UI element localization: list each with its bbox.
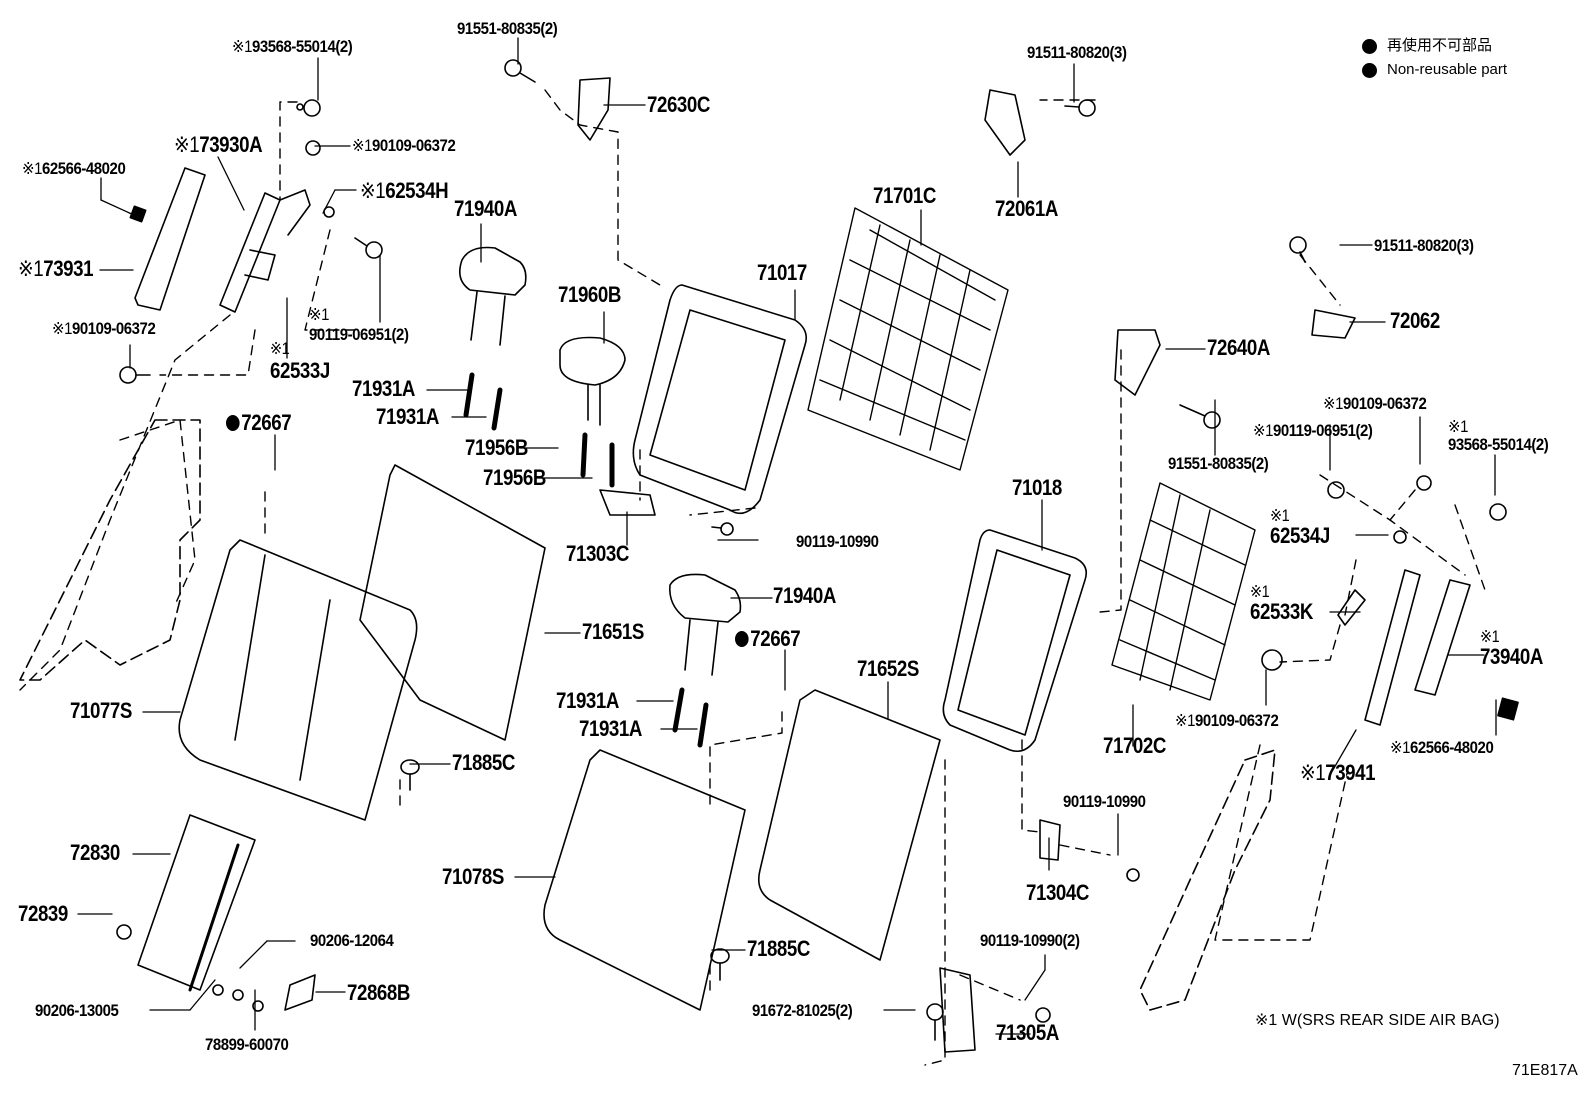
part-label[interactable]: 71304C (1026, 880, 1089, 905)
seat-frames (632, 284, 1088, 753)
part-label[interactable]: 91551-80835(2) (1168, 454, 1269, 473)
part-label[interactable]: 71018 (1012, 475, 1062, 500)
part-label[interactable]: ※190109-06372 (1175, 711, 1279, 730)
part-label[interactable]: 72667 (735, 628, 801, 650)
seat-back-boards (807, 207, 1256, 701)
part-label[interactable]: 71078S (442, 864, 504, 889)
part-label[interactable]: 71077S (70, 698, 132, 723)
airbag-note-marker: ※1 (232, 37, 252, 56)
part-label[interactable]: 72667 (226, 412, 292, 434)
part-label[interactable]: 71931A (579, 716, 642, 741)
part-label[interactable]: ※162534H (360, 178, 449, 203)
part-label[interactable]: 72630C (647, 92, 710, 117)
side-airbag-right (1364, 569, 1471, 726)
part-label[interactable]: 72839 (18, 901, 68, 926)
part-label[interactable]: 91551-80835(2) (457, 19, 558, 38)
part-label[interactable]: 90206-12064 (310, 931, 394, 950)
part-label[interactable]: 72640A (1207, 335, 1270, 360)
part-label[interactable]: ※173930A (174, 132, 263, 157)
studs (463, 372, 709, 748)
part-label[interactable]: 90119-10990(2) (980, 931, 1080, 950)
illustration-code: 71E817A (1512, 1062, 1578, 1079)
part-label[interactable]: 91672-81025(2) (752, 1001, 853, 1020)
part-label[interactable]: ※173931 (18, 256, 94, 281)
part-label[interactable]: 71651S (582, 619, 644, 644)
legend-item: 再使用不可部品 (1362, 34, 1507, 58)
part-label[interactable]: 71956B (483, 465, 546, 490)
part-label[interactable]: ※190109-06372 (1323, 394, 1427, 413)
part-label[interactable]: 72062 (1390, 308, 1440, 333)
non-reusable-dot-icon (226, 415, 240, 431)
part-label[interactable]: 71931A (376, 404, 439, 429)
legend: 再使用不可部品 Non-reusable part (1362, 34, 1507, 82)
part-label[interactable]: 71305A (996, 1020, 1059, 1045)
part-label[interactable]: 90119-10990 (796, 532, 879, 551)
legend-item: Non-reusable part (1362, 58, 1507, 82)
brackets (577, 77, 1366, 1053)
armrest (137, 814, 316, 1011)
part-label[interactable]: 71652S (857, 656, 919, 681)
part-label[interactable]: 72061A (995, 196, 1058, 221)
leader-lines (77, 37, 1497, 1035)
part-label[interactable]: ※162566-48020 (1390, 738, 1494, 757)
part-label[interactable]: 72830 (70, 840, 120, 865)
part-label[interactable]: 90206-13005 (35, 1001, 119, 1020)
part-label[interactable]: 71931A (556, 688, 619, 713)
right-side-trim (1139, 749, 1276, 1011)
filled-circle-icon (1362, 38, 1377, 54)
part-label[interactable]: 71702C (1103, 733, 1166, 758)
part-label[interactable]: ※190109-06372 (352, 136, 456, 155)
footnote: ※1 W(SRS REAR SIDE AIR BAG) (1255, 1012, 1500, 1029)
part-label[interactable]: 71885C (452, 750, 515, 775)
part-label[interactable]: 71931A (352, 376, 415, 401)
part-label[interactable]: 72868B (347, 980, 410, 1005)
part-label[interactable]: 71885C (747, 936, 810, 961)
headrests (459, 246, 742, 676)
part-label[interactable]: ※173941 (1300, 760, 1376, 785)
part-label[interactable]: 91511-80820(3) (1027, 43, 1127, 62)
side-airbag-left (134, 167, 311, 313)
part-label[interactable]: 90119-10990 (1063, 792, 1146, 811)
part-label[interactable]: 71960B (558, 282, 621, 307)
part-label[interactable]: 71701C (873, 183, 936, 208)
filled-circle-icon (1362, 62, 1377, 78)
non-reusable-dot-icon (735, 631, 749, 647)
part-label[interactable]: ※193568-55014(2) (232, 37, 353, 56)
part-label[interactable]: 71940A (773, 583, 836, 608)
part-label[interactable]: ※190119-06951(2) (1253, 421, 1373, 440)
seat-covers (178, 464, 941, 1011)
part-label[interactable]: 71940A (454, 196, 517, 221)
fasteners (116, 59, 1519, 1041)
part-label[interactable]: 71956B (465, 435, 528, 460)
part-label[interactable]: 71017 (757, 260, 807, 285)
dashed-connectors (19, 89, 1486, 1066)
part-label[interactable]: 91511-80820(3) (1374, 236, 1474, 255)
part-label[interactable]: ※190109-06372 (52, 319, 156, 338)
part-label[interactable]: 78899-60070 (205, 1035, 289, 1054)
part-label[interactable]: 71303C (566, 541, 629, 566)
part-label[interactable]: ※162566-48020 (22, 159, 126, 178)
left-side-trim (19, 419, 201, 681)
